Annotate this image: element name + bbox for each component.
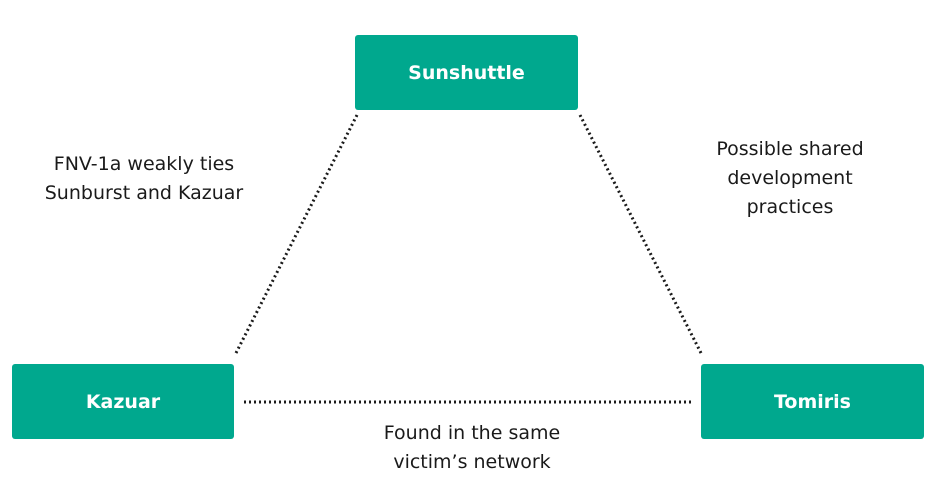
edge-label-sunshuttle-kazuar: FNV-1a weakly ties Sunburst and Kazuar bbox=[22, 150, 266, 208]
edge-label-kazuar-tomiris: Found in the same victim’s network bbox=[352, 419, 592, 477]
edge-sunshuttle-tomiris bbox=[578, 114, 704, 356]
edge-label-line: Possible shared bbox=[716, 138, 864, 160]
edge-label-line: FNV-1a weakly ties bbox=[53, 153, 235, 175]
node-sunshuttle: Sunshuttle bbox=[355, 35, 578, 110]
node-tomiris: Tomiris bbox=[701, 364, 924, 439]
edge-label-line: victim’s network bbox=[393, 451, 551, 473]
edge-label-sunshuttle-tomiris: Possible shared development practices bbox=[690, 135, 890, 222]
edge-label-line: practices bbox=[746, 196, 834, 218]
edge-label-line: Found in the same bbox=[383, 422, 561, 444]
node-kazuar: Kazuar bbox=[12, 364, 234, 439]
edge-label-line: development bbox=[727, 167, 853, 189]
edge-label-line: Sunburst and Kazuar bbox=[44, 182, 244, 204]
